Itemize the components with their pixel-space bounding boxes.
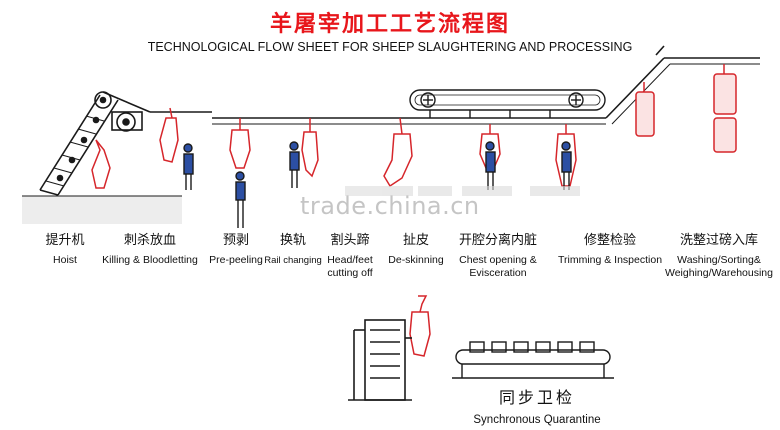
- step-label-cn: 换轨: [279, 233, 306, 248]
- conveyor-belt: [409, 89, 606, 118]
- step-label-cn: 洗整过磅入库: [679, 233, 758, 248]
- carcass-washing-1: [635, 82, 655, 137]
- step-label-en: Hoist: [53, 254, 77, 266]
- step-pre-peeling: 预剥 Pre-peeling: [206, 229, 266, 267]
- overhead-rail: [212, 45, 760, 125]
- step-trimming-inspection: 修整检验 Trimming & Inspection: [554, 229, 666, 267]
- step-label-en: De-skinning: [388, 254, 444, 266]
- step-label-en: Washing/Sorting&: [677, 254, 761, 266]
- carcass-rail: [301, 118, 319, 178]
- step-label-en: Killing & Bloodletting: [102, 254, 198, 266]
- step-chest-opening: 开腔分离内脏 Chest opening & Evisceration: [450, 229, 546, 280]
- watermark: trade.china.cn: [300, 192, 480, 220]
- step-label-cn: 刺杀放血: [123, 233, 176, 248]
- worker-deskin: [485, 141, 496, 190]
- step-washing-warehousing: 洗整过磅入库 Washing/Sorting& Weighing/Warehou…: [664, 229, 774, 280]
- step-rail-changing: 换轨 Rail changing: [262, 229, 324, 267]
- step-label-en-line2: cutting off: [327, 267, 373, 279]
- title-chinese: 羊屠宰加工工艺流程图: [269, 12, 510, 37]
- step-label-en: Trimming & Inspection: [557, 254, 663, 266]
- carcass-headfeet: [383, 117, 413, 188]
- hoist-machine: [39, 91, 212, 196]
- step-hoist: 提升机 Hoist: [40, 229, 90, 267]
- step-label-en: Chest opening &: [459, 254, 537, 266]
- step-head-feet-cutting: 割头蹄 Head/feet cutting off: [322, 229, 378, 280]
- carcass-hoist: [91, 139, 111, 189]
- step-killing-bloodletting: 刺杀放血 Killing & Bloodletting: [94, 229, 206, 267]
- step-label-cn: 开腔分离内脏: [458, 233, 537, 248]
- step-label-cn: 修整检验: [583, 233, 636, 248]
- quarantine-hook-carcass: [409, 295, 431, 357]
- step-label-en: Pre-peeling: [209, 254, 263, 266]
- hoist-base: [22, 195, 182, 224]
- worker-trim: [561, 141, 572, 190]
- quarantine-label-cn: 同步卫检: [498, 388, 575, 407]
- step-label-en-line2: Evisceration: [469, 267, 527, 279]
- worker-killing: [183, 143, 194, 190]
- worker-prepeel: [235, 171, 246, 228]
- quarantine-label-en: Synchronous Quarantine: [473, 414, 601, 426]
- work-platforms: [345, 186, 580, 196]
- step-label-cn: 提升机: [45, 233, 85, 248]
- quarantine-conveyor: [452, 341, 614, 379]
- step-label-cn: 预剥: [222, 233, 249, 248]
- step-de-skinning: 扯皮 De-skinning: [380, 229, 452, 267]
- worker-rail: [289, 141, 300, 188]
- step-label-en: Rail changing: [264, 255, 322, 266]
- step-label-cn: 扯皮: [402, 233, 429, 248]
- step-label-cn: 割头蹄: [330, 233, 370, 248]
- carcass-washing-2: [713, 64, 737, 153]
- step-label-en-line2: Weighing/Warehousing: [665, 267, 773, 279]
- title-english: TECHNOLOGICAL FLOW SHEET FOR SHEEP SLAUG…: [147, 40, 633, 54]
- quarantine-label: 同步卫检 Synchronous Quarantine: [460, 384, 614, 427]
- step-label-en: Head/feet: [327, 254, 373, 266]
- carcass-prepeel: [229, 118, 251, 169]
- carcass-killing: [159, 107, 179, 163]
- quarantine-frame: [348, 319, 412, 401]
